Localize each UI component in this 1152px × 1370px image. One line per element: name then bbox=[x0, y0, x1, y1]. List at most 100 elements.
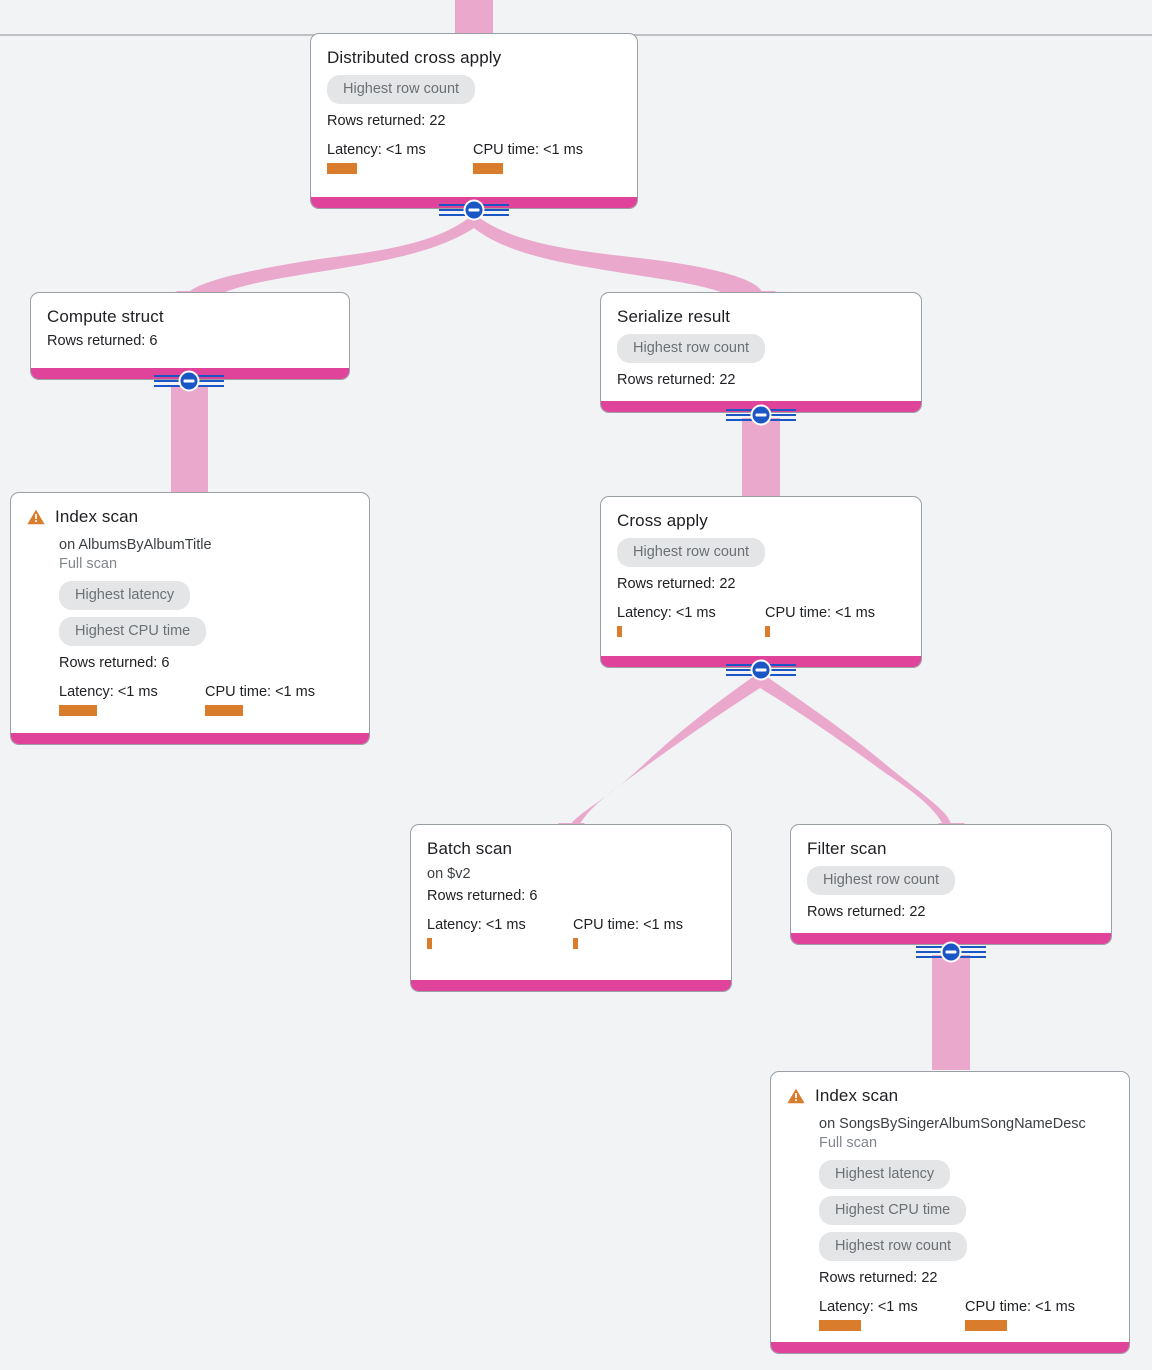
metric-latency: Latency: <1 ms bbox=[59, 683, 205, 716]
latency-bar bbox=[59, 705, 97, 716]
minus-circle-icon bbox=[750, 659, 772, 681]
node-subtitle: on AlbumsByAlbumTitle bbox=[59, 537, 212, 553]
edge-filterscan-to-indexscan bbox=[932, 955, 970, 1070]
node-detail-block: on SongsBySingerAlbumSongNameDesc Full s… bbox=[819, 1115, 1113, 1331]
collapse-toggle-filter-scan[interactable] bbox=[916, 941, 986, 963]
rows-returned: Rows returned: 22 bbox=[819, 1270, 938, 1286]
minus-circle-icon bbox=[178, 370, 200, 392]
node-index-scan-albums[interactable]: Index scan on AlbumsByAlbumTitle Full sc… bbox=[10, 492, 370, 745]
warning-triangle-icon bbox=[787, 1088, 805, 1109]
metric-cpu-time: CPU time: <1 ms bbox=[205, 683, 315, 716]
metric-latency: Latency: <1 ms bbox=[617, 604, 765, 637]
minus-circle-icon bbox=[940, 941, 962, 963]
node-body: Filter scan Highest row count Rows retur… bbox=[791, 825, 1111, 933]
chip-highest-cpu-time: Highest CPU time bbox=[819, 1196, 967, 1225]
cpu-time-label: CPU time: <1 ms bbox=[965, 1299, 1075, 1315]
latency-label: Latency: <1 ms bbox=[427, 917, 526, 933]
node-body: Batch scan on $v2 Rows returned: 6 Laten… bbox=[411, 825, 731, 980]
rows-returned: Rows returned: 22 bbox=[327, 113, 446, 129]
node-title: Compute struct bbox=[47, 307, 164, 326]
metric-latency: Latency: <1 ms bbox=[427, 916, 573, 949]
latency-label: Latency: <1 ms bbox=[327, 142, 426, 158]
node-chips: Highest row count bbox=[617, 531, 905, 567]
node-scan-type: Full scan bbox=[819, 1135, 878, 1151]
collapse-toggle-serialize-result[interactable] bbox=[726, 404, 796, 426]
cpu-time-bar bbox=[765, 626, 770, 637]
node-body: Distributed cross apply Highest row coun… bbox=[311, 34, 637, 197]
chip-highest-latency: Highest latency bbox=[59, 581, 191, 610]
node-body: Index scan on SongsBySingerAlbumSongName… bbox=[771, 1072, 1129, 1342]
latency-bar bbox=[327, 163, 357, 174]
node-subtitle: on $v2 bbox=[427, 866, 471, 882]
chip-highest-cpu-time: Highest CPU time bbox=[59, 617, 207, 646]
chip-highest-latency: Highest latency bbox=[819, 1160, 951, 1189]
node-metrics: Latency: <1 ms CPU time: <1 ms bbox=[427, 916, 715, 949]
rows-returned: Rows returned: 22 bbox=[617, 576, 736, 592]
node-status-bar bbox=[411, 980, 731, 991]
node-metrics: Latency: <1 ms CPU time: <1 ms bbox=[617, 604, 905, 637]
warning-triangle-icon bbox=[27, 509, 45, 530]
latency-bar bbox=[617, 626, 622, 637]
node-filter-scan[interactable]: Filter scan Highest row count Rows retur… bbox=[790, 824, 1112, 945]
node-batch-scan[interactable]: Batch scan on $v2 Rows returned: 6 Laten… bbox=[410, 824, 732, 992]
collapse-toggle-distributed-cross-apply[interactable] bbox=[439, 199, 509, 221]
cpu-time-bar bbox=[573, 938, 578, 949]
node-metrics: Latency: <1 ms CPU time: <1 ms bbox=[59, 683, 353, 716]
metric-cpu-time: CPU time: <1 ms bbox=[765, 604, 875, 637]
node-title-row: Index scan bbox=[27, 506, 353, 530]
node-chips: Highest row count bbox=[617, 327, 905, 363]
metric-cpu-time: CPU time: <1 ms bbox=[573, 916, 683, 949]
node-title-row: Index scan bbox=[787, 1085, 1113, 1109]
node-serialize-result[interactable]: Serialize result Highest row count Rows … bbox=[600, 292, 922, 413]
node-status-bar bbox=[771, 1342, 1129, 1353]
node-title: Filter scan bbox=[807, 839, 887, 858]
rows-returned: Rows returned: 6 bbox=[47, 333, 158, 349]
chip-highest-row-count: Highest row count bbox=[617, 334, 766, 363]
minus-circle-icon bbox=[750, 404, 772, 426]
node-chips: Highest CPU time bbox=[59, 610, 353, 646]
cpu-time-bar bbox=[473, 163, 503, 174]
chip-highest-row-count: Highest row count bbox=[807, 866, 956, 895]
node-body: Index scan on AlbumsByAlbumTitle Full sc… bbox=[11, 493, 369, 733]
metric-latency: Latency: <1 ms bbox=[819, 1298, 965, 1331]
rows-returned: Rows returned: 6 bbox=[59, 655, 170, 671]
latency-bar bbox=[427, 938, 432, 949]
node-title-row: Distributed cross apply bbox=[327, 47, 621, 68]
edge-root-stub bbox=[455, 0, 493, 36]
node-body: Serialize result Highest row count Rows … bbox=[601, 293, 921, 401]
cpu-time-label: CPU time: <1 ms bbox=[765, 605, 875, 621]
metric-cpu-time: CPU time: <1 ms bbox=[473, 141, 583, 174]
node-subtitle: on SongsBySingerAlbumSongNameDesc bbox=[819, 1116, 1086, 1132]
node-chips: Highest row count bbox=[327, 68, 621, 104]
rows-returned: Rows returned: 22 bbox=[807, 904, 926, 920]
minus-circle-icon bbox=[463, 199, 485, 221]
node-title: Batch scan bbox=[427, 839, 513, 858]
collapse-toggle-compute-struct[interactable] bbox=[154, 370, 224, 392]
node-body: Compute struct Rows returned: 6 bbox=[31, 293, 349, 368]
node-title: Distributed cross apply bbox=[327, 48, 502, 67]
node-distributed-cross-apply[interactable]: Distributed cross apply Highest row coun… bbox=[310, 33, 638, 209]
node-status-bar bbox=[791, 933, 1111, 944]
latency-label: Latency: <1 ms bbox=[819, 1299, 918, 1315]
node-scan-type: Full scan bbox=[59, 556, 118, 572]
metric-latency: Latency: <1 ms bbox=[327, 141, 473, 174]
rows-returned: Rows returned: 22 bbox=[617, 372, 736, 388]
node-compute-struct[interactable]: Compute struct Rows returned: 6 bbox=[30, 292, 350, 380]
node-status-bar bbox=[11, 733, 369, 744]
node-title: Index scan bbox=[815, 1086, 899, 1105]
collapse-toggle-cross-apply[interactable] bbox=[726, 659, 796, 681]
node-index-scan-songs[interactable]: Index scan on SongsBySingerAlbumSongName… bbox=[770, 1071, 1130, 1354]
node-chips: Highest row count bbox=[807, 859, 1095, 895]
metric-cpu-time: CPU time: <1 ms bbox=[965, 1298, 1075, 1331]
node-chips: Highest latency bbox=[819, 1153, 1113, 1189]
node-chips: Highest latency bbox=[59, 574, 353, 610]
node-body: Cross apply Highest row count Rows retur… bbox=[601, 497, 921, 656]
cpu-time-label: CPU time: <1 ms bbox=[573, 917, 683, 933]
cpu-time-label: CPU time: <1 ms bbox=[205, 684, 315, 700]
chip-highest-row-count: Highest row count bbox=[327, 75, 476, 104]
chip-highest-row-count: Highest row count bbox=[617, 538, 766, 567]
node-cross-apply[interactable]: Cross apply Highest row count Rows retur… bbox=[600, 496, 922, 668]
node-detail-block: on AlbumsByAlbumTitle Full scan Highest … bbox=[59, 536, 353, 716]
node-metrics: Latency: <1 ms CPU time: <1 ms bbox=[819, 1298, 1113, 1331]
